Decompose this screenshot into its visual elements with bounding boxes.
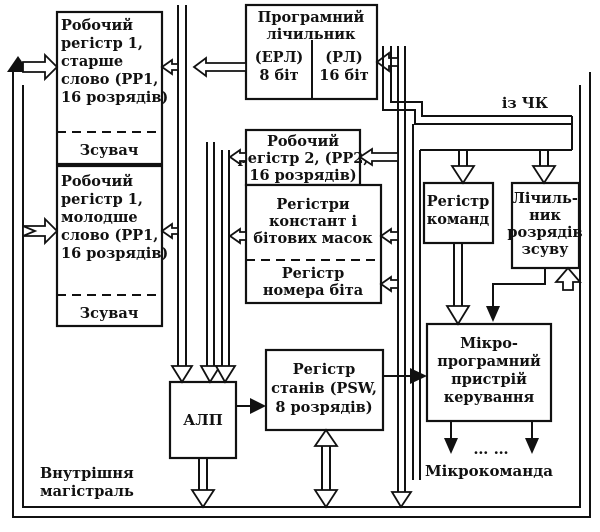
rp1-low-shifter-label: Зсувач — [80, 305, 139, 322]
rp1-low-line-3: молодше — [61, 209, 138, 226]
rp1-low-line-1: Робочий — [61, 173, 133, 190]
rp1-high-to-bus-arrow — [160, 58, 179, 76]
psw-line-2: станів (PSW, — [271, 380, 377, 397]
rp1-high-line-3: старше — [61, 53, 123, 70]
internal-bus-label-2: магістраль — [40, 483, 134, 500]
from-ck-label: із ЧК — [502, 95, 549, 112]
rp1-low-line-5: 16 розрядів) — [61, 245, 168, 262]
internal-bus-label-1: Внутрішня — [40, 465, 134, 482]
program-counter-title-1: Програмний — [258, 9, 365, 26]
rp1-high-line-5: 16 розрядів) — [61, 89, 168, 106]
bit-num-reg-line-2: номера біта — [263, 282, 364, 299]
program-counter-erl-1: (ЕРЛ) — [255, 49, 304, 66]
microprog-line-2: програмний — [437, 353, 541, 370]
bit-num-reg-line-1: Регістр — [282, 265, 344, 282]
program-counter-erl-2: 8 біт — [259, 67, 298, 84]
shift-counter-line-2: ник — [529, 207, 561, 224]
microcommand-arrows: … … Мікрокоманда — [425, 421, 553, 480]
rp2-to-bus-arrow — [228, 148, 247, 166]
psw-to-microprog-arrow — [383, 368, 427, 384]
shift-counter-block: Лічиль- ник розрядів зсуву — [507, 181, 583, 270]
rp2-block: Робочий регістр 2, (РР2, 16 розрядів) — [238, 128, 369, 187]
shift-counter-line-4: зсуву — [522, 241, 569, 258]
pc-to-bus-arrow — [192, 56, 247, 78]
rp1-high-line-4: слово (РР1, — [61, 71, 158, 88]
rp1-low-line-4: слово (РР1, — [61, 227, 158, 244]
alu-label: АЛП — [183, 411, 223, 429]
alu-block: АЛП — [168, 380, 238, 460]
rp1-low-block: Робочий регістр 1, молодше слово (РР1, 1… — [55, 164, 168, 328]
microprog-block: Мікро- програмний пристрій керування — [425, 322, 553, 423]
bus-rp1-low-arrow — [22, 216, 59, 246]
ck-lines: із ЧК — [382, 46, 573, 480]
psw-line-1: Регістр — [293, 361, 355, 378]
rp1-low-line-2: регістр 1, — [61, 191, 143, 208]
const-reg-line-3: бітових масок — [253, 230, 373, 247]
rp2-line-3: 16 розрядів) — [249, 167, 356, 184]
bus-shift-counter-arrow — [554, 266, 582, 291]
const-reg-line-2: констант і — [269, 213, 358, 230]
microprog-line-4: керування — [444, 389, 535, 406]
alu-to-psw-arrow — [236, 398, 266, 414]
rp1-low-to-bus-arrow — [160, 222, 179, 240]
const-reg-line-1: Регістри — [276, 196, 349, 213]
const-to-bus-arrow — [228, 227, 247, 245]
rp1-high-line-2: регістр 1, — [61, 35, 143, 52]
cmd-reg-block: Регістр команд — [422, 181, 495, 245]
rp1-high-shifter-label: Зсувач — [80, 142, 139, 159]
shift-counter-line-1: Лічиль- — [512, 190, 578, 207]
bus-rp1-high-arrow — [22, 52, 59, 82]
microprog-line-1: Мікро- — [460, 335, 518, 352]
right-data-column — [358, 46, 413, 509]
program-counter-rl-1: (РЛ) — [325, 49, 362, 66]
shift-counter-line-3: розрядів — [507, 224, 582, 241]
rp2-line-2: регістр 2, (РР2, — [238, 150, 369, 167]
rp1-high-block: Робочий регістр 1, старше слово (РР1, 16… — [55, 10, 168, 166]
program-counter-title-2: лічильник — [266, 26, 356, 43]
cmd-to-microprog-arrow — [445, 243, 471, 326]
alu-input-lines — [170, 5, 237, 384]
alu-output-arrow — [190, 458, 216, 509]
microcommand-label: Мікрокоманда — [425, 462, 553, 480]
cmd-reg-line-1: Регістр — [427, 193, 489, 210]
shift-to-microprog-arrow — [486, 268, 546, 322]
psw-block: Регістр станів (PSW, 8 розрядів) — [264, 348, 385, 432]
cmd-reg-line-2: команд — [427, 211, 490, 228]
microcommand-dots: … … — [473, 440, 508, 458]
psw-bus-arrow — [313, 428, 339, 509]
rp1-high-line-1: Робочий — [61, 17, 133, 34]
psw-line-3: 8 розрядів) — [275, 399, 372, 416]
program-counter-rl-2: 16 біт — [319, 67, 368, 84]
microprog-line-3: пристрій — [451, 371, 527, 388]
program-counter-block: Програмний лічильник (ЕРЛ) 8 біт (РЛ) 16… — [244, 3, 379, 101]
rp2-line-1: Робочий — [267, 133, 339, 150]
const-reg-block: Регістри констант і бітових масок Регіст… — [244, 183, 383, 305]
